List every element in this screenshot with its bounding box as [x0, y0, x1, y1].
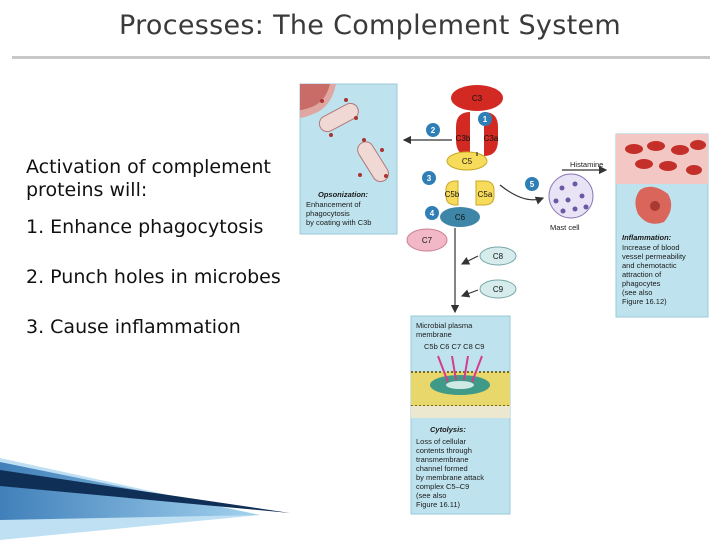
histamine-label: Histamine [570, 160, 603, 169]
cytolysis-line: Loss of cellular [416, 437, 467, 446]
cytolysis-line: channel formed [416, 464, 468, 473]
mast-cell-label: Mast cell [550, 223, 580, 232]
c3a-label: C3a [484, 134, 499, 143]
c3b-fragment [456, 112, 470, 156]
inflammation-heading: Inflammation: [622, 233, 672, 242]
c3-molecule [451, 85, 503, 111]
cytolysis-line: contents through [416, 446, 472, 455]
bacterium-icon [318, 102, 359, 133]
cascade: C3 C3b C3a C5 C5b C5a C6 C7 C8 C9 1 2 3 … [402, 85, 608, 314]
corner-swoosh-decoration [0, 458, 290, 540]
inflammation-line: (see also [622, 288, 652, 297]
bullet-text-block: Activation of complement proteins will: … [26, 156, 306, 366]
c5b-fragment [445, 180, 459, 206]
c5-label: C5 [462, 157, 473, 166]
opsonization-panel: Opsonization: Enhancement of phagocytosi… [299, 83, 398, 235]
c5a-label: C5a [478, 190, 493, 199]
c5a-fragment [475, 180, 495, 206]
inflammation-line: attraction of [622, 270, 662, 279]
mast-cell-icon [548, 173, 594, 219]
inflammation-panel: Inflammation: Increase of blood vessel p… [615, 133, 709, 318]
step-3-marker: 3 [427, 174, 432, 183]
title-underline [12, 56, 710, 59]
opsonization-line: phagocytosis [306, 209, 350, 218]
cytolysis-line: transmembrane [416, 455, 469, 464]
cytolysis-line: complex C5–C9 [416, 482, 469, 491]
inflammation-line: Increase of blood [622, 243, 680, 252]
c8-label: C8 [493, 252, 504, 261]
cytolysis-line: (see also [416, 491, 446, 500]
step-2-marker: 2 [431, 126, 436, 135]
cytolysis-line: by membrane attack [416, 473, 484, 482]
step-5-marker: 5 [530, 180, 535, 189]
intro-text: Activation of complement proteins will: [26, 156, 271, 201]
inflammation-line: phagocytes [622, 279, 661, 288]
attack-complex-labels: C5b C6 C7 C8 C9 [424, 342, 484, 351]
list-item-enhance-phagocytosis: 1. Enhance phagocytosis [26, 216, 264, 238]
c8-molecule [479, 246, 517, 266]
c5-molecule [446, 151, 488, 171]
c7-label: C7 [422, 236, 433, 245]
c9-label: C9 [493, 285, 504, 294]
step-4-marker: 4 [430, 209, 435, 218]
c5b-label: C5b [445, 190, 460, 199]
c6-label: C6 [455, 213, 466, 222]
bacterium-icon [357, 141, 389, 183]
c6-molecule [440, 207, 480, 227]
inflammation-line: Figure 16.12) [622, 297, 667, 306]
c9-molecule [479, 279, 517, 299]
membrane-label: Microbial plasma [416, 321, 473, 330]
c3-label: C3 [472, 94, 483, 103]
c3b-label: C3b [456, 134, 471, 143]
opsonization-line: Enhancement of [306, 200, 362, 209]
cytolysis-panel: Microbial plasma membrane C5b C6 C7 C8 C… [410, 315, 511, 515]
cytolysis-heading: Cytolysis: [430, 425, 466, 434]
step-1-marker: 1 [483, 115, 488, 124]
slide-title: Processes: The Complement System [119, 10, 621, 41]
opsonization-heading: Opsonization: [318, 190, 368, 199]
inflammation-line: vessel permeability [622, 252, 686, 261]
c7-molecule [406, 228, 448, 252]
membrane-label: membrane [416, 330, 452, 339]
list-item-inflammation: 3. Cause inflammation [26, 316, 241, 338]
list-item-punch-holes: 2. Punch holes in microbes [26, 266, 281, 288]
inflammation-line: and chemotactic [622, 261, 677, 270]
opsonization-line: by coating with C3b [306, 218, 371, 227]
cytolysis-line: Figure 16.11) [416, 500, 461, 509]
